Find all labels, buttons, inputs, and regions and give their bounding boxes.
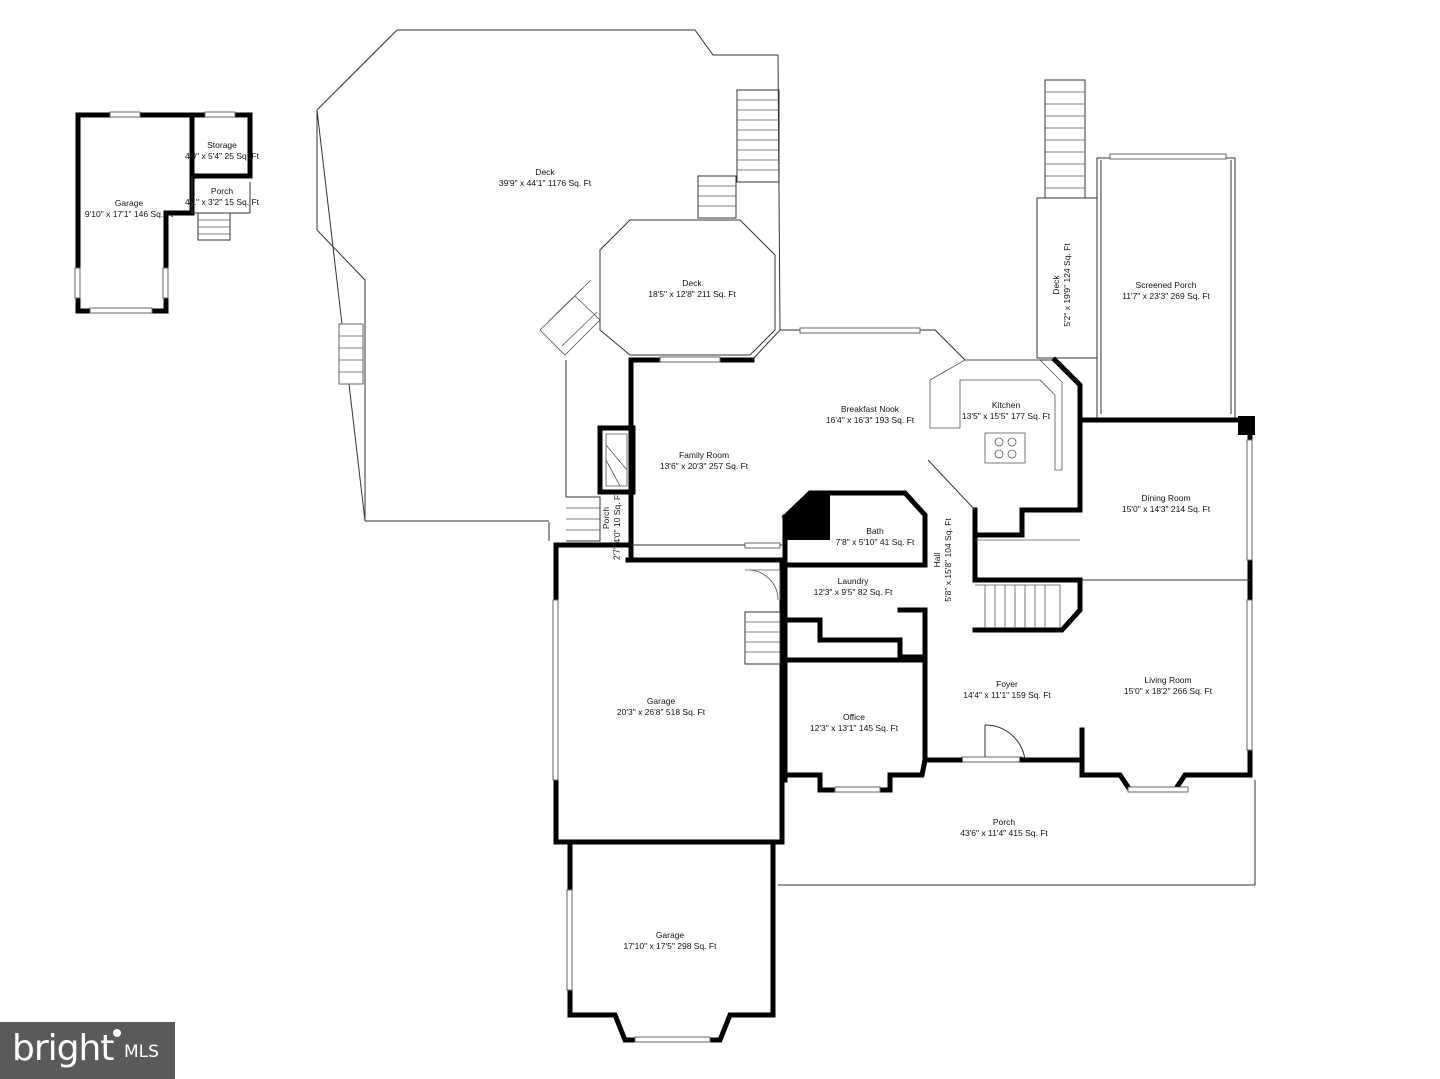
label-hall: Hall 5'8" x 15'8" 104 Sq. Ft [932,518,954,601]
label-porch-front: Porch 43'6" x 11'4" 415 Sq. Ft [960,817,1048,839]
label-dining-room: Dining Room 15'0" x 14'3" 214 Sq. Ft [1122,493,1210,515]
room-dims: 15'0" x 18'2" 266 Sq. Ft [1123,686,1213,696]
room-name: Deck [535,167,555,177]
label-deck-large: Deck 39'9" x 44'1" 1176 Sq. Ft [499,167,591,189]
label-porch-small: Porch 4'1" x 3'2" 15 Sq. Ft [185,186,259,208]
label-office: Office 12'3" x 13'1" 145 Sq. Ft [810,712,898,734]
detached-building [74,111,253,314]
label-garage-main: Garage 20'3" x 26'8" 518 Sq. Ft [617,696,705,718]
room-dims: 5'8" x 15'8" 104 Sq. Ft [943,518,953,602]
room-dims: 17'10" x 17'5" 298 Sq. Ft [623,941,717,951]
room-dims: 12'3" x 9'5" 82 Sq. Ft [813,587,893,597]
room-name: Office [842,712,866,722]
room-dims: 4'0" 10 Sq. Ft [612,492,622,544]
label-garage-lower: Garage 17'10" x 17'5" 298 Sq. Ft [624,930,717,952]
room-dims: 7'8" x 5'10" 41 Sq. Ft [835,537,915,547]
label-family-room: Family Room 13'6" x 20'3" 257 Sq. Ft [660,450,748,472]
room-name: Garage [655,930,685,940]
room-name: Foyer [996,679,1018,689]
room-name: Laundry [837,576,869,586]
room-name: Bath [866,526,884,536]
label-foyer: Foyer 14'4" x 11'1" 159 Sq. Ft [963,679,1051,701]
room-name: Porch [992,817,1016,827]
label-deck-side: Deck 5'2" x 19'9" 124 Sq. Ft [1051,243,1073,326]
label-laundry: Laundry 12'3" x 9'5" 82 Sq. Ft [814,576,893,598]
room-name: Deck [1051,275,1061,295]
label-breakfast-nook: Breakfast Nook 16'4" x 16'3" 193 Sq. Ft [826,404,914,426]
logo-suffix: MLS [124,1042,159,1062]
main-house-walls [552,327,1256,1043]
label-deck-mid: Deck 18'5" x 12'8" 211 Sq. Ft [648,278,736,300]
room-dims: 4'9" x 5'4" 25 Sq. Ft [184,151,260,161]
label-garage-small: Garage 9'10" x 17'1" 146 Sq. Ft [85,198,173,220]
label-bath: Bath 7'8" x 5'10" 41 Sq. Ft [836,526,915,548]
room-dims: 15'0" x 14'3" 214 Sq. Ft [1121,504,1211,514]
room-dims: 18'5" x 12'8" 211 Sq. Ft [648,289,736,299]
room-name: Garage [646,696,676,706]
room-dims: 9'10" x 17'1" 146 Sq. Ft [84,209,174,219]
deck-large-outline [316,29,781,541]
room-name: Living Room [1144,675,1192,685]
room-dims: 4'1" x 3'2" 15 Sq. Ft [184,197,260,207]
room-dims: 5'2" x 19'9" 124 Sq. Ft [1062,243,1072,327]
room-name: Hall [932,552,942,568]
label-living-room: Living Room 15'0" x 18'2" 266 Sq. Ft [1124,675,1212,697]
room-dims: 43'6" x 11'4" 415 Sq. Ft [960,828,1048,838]
room-dims: 16'4" x 16'3" 193 Sq. Ft [825,415,915,425]
room-name: Storage [207,140,237,150]
label-storage: Storage 4'9" x 5'4" 25 Sq. Ft [185,140,259,162]
room-dims: 11'7" x 23'3" 269 Sq. Ft [1122,291,1210,301]
room-name: Porch [601,506,611,530]
dimension-note: 2'7" [612,546,623,560]
room-name: Deck [682,278,702,288]
room-dims: 12'3" x 13'1" 145 Sq. Ft [809,723,899,733]
room-name: Breakfast Nook [840,404,900,414]
room-dims: 14'4" x 11'1" 159 Sq. Ft [963,690,1051,700]
dimension-text: 2'7" [611,545,622,561]
room-name: Kitchen [991,400,1021,410]
room-dims: 39'9" x 44'1" 1176 Sq. Ft [498,178,592,188]
label-screened-porch: Screened Porch 11'7" x 23'3" 269 Sq. Ft [1122,280,1210,302]
room-dims: 20'3" x 26'8" 518 Sq. Ft [616,707,706,717]
label-porch-back: Porch 4'0" 10 Sq. Ft [601,493,623,544]
logo-brand: bright [12,1028,114,1069]
room-dims: 13'6" x 20'3" 257 Sq. Ft [659,461,749,471]
room-name: Dining Room [1141,493,1191,503]
bright-mls-logo: bright MLS [0,1022,175,1079]
room-name: Porch [210,186,234,196]
room-name: Garage [114,198,144,208]
logo-dot-icon [113,1029,121,1037]
label-kitchen: Kitchen 13'5" x 15'5" 177 Sq. Ft [962,400,1050,422]
room-name: Screened Porch [1135,280,1197,290]
room-dims: 13'5" x 15'5" 177 Sq. Ft [961,411,1051,421]
room-name: Family Room [678,450,730,460]
